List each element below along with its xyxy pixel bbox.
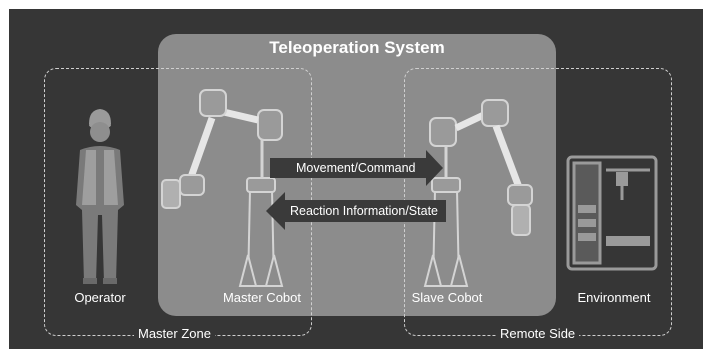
worker-icon — [76, 109, 124, 284]
operator-label: Operator — [74, 290, 126, 305]
movement-command-arrow — [270, 150, 443, 186]
master-cobot-label: Master Cobot — [222, 290, 302, 305]
movement-command-label: Movement/Command — [296, 161, 416, 175]
master-zone-label: Master Zone — [134, 326, 215, 341]
system-title: Teleoperation System — [269, 38, 445, 57]
3d-printer-icon — [566, 155, 658, 271]
master-cobot-icon — [161, 89, 284, 287]
reaction-state-label: Reaction Information/State — [290, 204, 438, 218]
slave-cobot-icon — [423, 99, 533, 287]
remote-side-label: Remote Side — [496, 326, 580, 341]
reaction-state-arrow — [266, 192, 446, 230]
environment-label: Environment — [577, 290, 651, 305]
slave-cobot-label: Slave Cobot — [411, 290, 483, 305]
